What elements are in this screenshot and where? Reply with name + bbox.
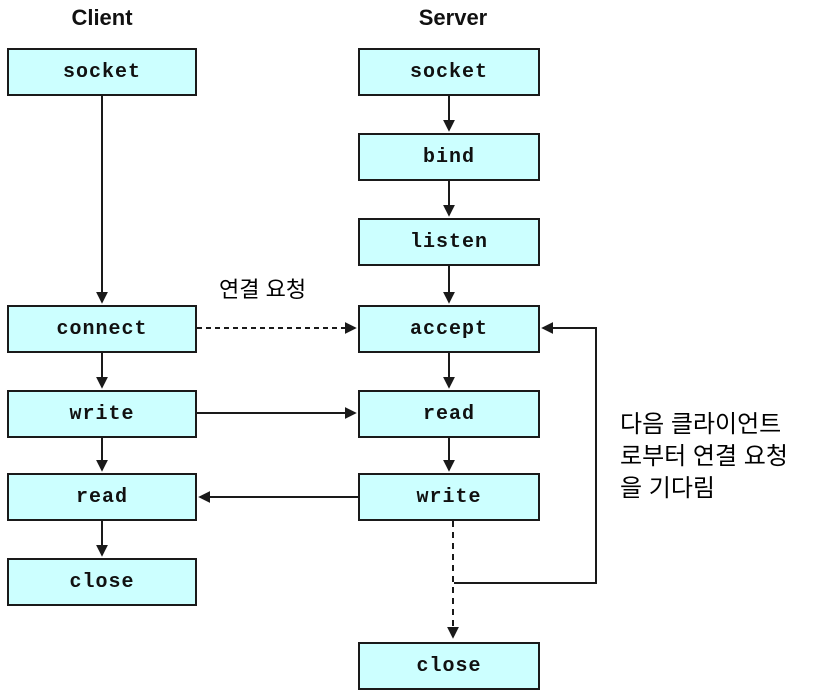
- client-read-box: read: [7, 473, 197, 521]
- client-socket-box: socket: [7, 48, 197, 96]
- server-close-box: close: [358, 642, 540, 690]
- server-column-title: Server: [418, 5, 488, 30]
- client-write-box: write: [7, 390, 197, 438]
- server-read-box: read: [358, 390, 540, 438]
- server-write-box: write: [358, 473, 540, 521]
- server-listen-box: listen: [358, 218, 540, 266]
- client-close-box: close: [7, 558, 197, 606]
- arrow-loop-back-to-accept: [454, 322, 597, 584]
- server-accept-box: accept: [358, 305, 540, 353]
- client-column-title: Client: [71, 5, 133, 30]
- server-socket-box: socket: [358, 48, 540, 96]
- client-connect-box: connect: [7, 305, 197, 353]
- connection-request-label: 연결 요청: [219, 277, 307, 302]
- server-bind-box: bind: [358, 133, 540, 181]
- wait-next-client-label: 다음 클라이언트 로부터 연결 요청 을 기다림: [620, 411, 788, 502]
